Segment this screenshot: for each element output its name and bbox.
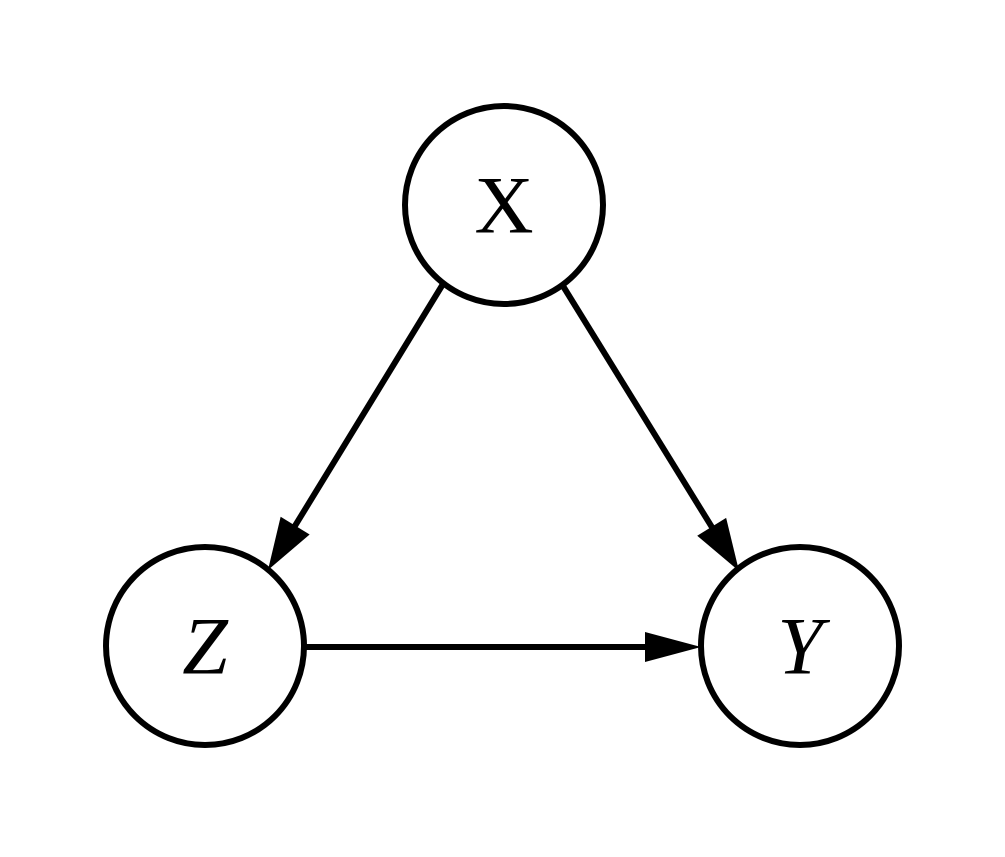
node-y-circle [698,544,902,748]
node-y-label: Y [777,601,830,692]
edge-x-to-z-line [291,282,446,529]
node-group: X Z Y [103,103,902,748]
node-y[interactable]: Y [698,544,902,748]
edge-x-to-z[interactable] [268,282,446,570]
edge-x-to-y[interactable] [560,284,739,571]
node-z-circle [103,544,307,748]
edge-x-to-y-arrowhead-icon [697,517,739,571]
node-x[interactable]: X [402,103,606,307]
edge-x-to-z-arrowhead-icon [268,516,310,570]
edge-x-to-y-line [560,284,716,531]
edge-group [268,282,739,662]
edge-z-to-y[interactable] [304,632,701,662]
node-z-label: Z [182,601,229,692]
node-x-label: X [474,160,533,251]
node-z[interactable]: Z [103,544,307,748]
edge-z-to-y-arrowhead-icon [645,632,701,662]
node-x-circle [402,103,606,307]
